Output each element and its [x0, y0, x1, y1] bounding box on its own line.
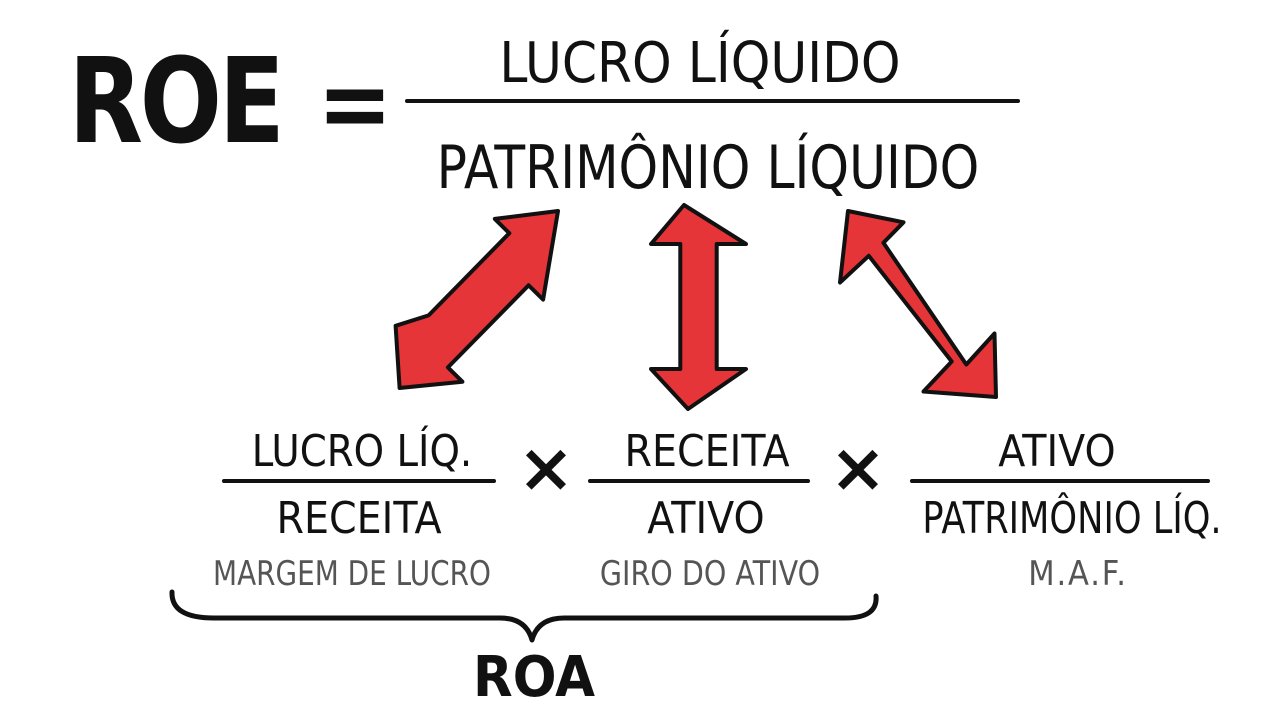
leverage-denominator: PATRIMÔNIO LÍQ.: [922, 493, 1222, 544]
equals-sign: =: [317, 45, 393, 162]
center-double-arrow: [649, 203, 748, 411]
turnover-name: GIRO DO ATIVO: [599, 554, 821, 594]
margin-numerator: LUCRO LÍQ.: [251, 426, 473, 477]
leverage-numerator: ATIVO: [998, 426, 1116, 477]
roa-label: ROA: [473, 645, 595, 710]
multiply-sign-2: ×: [829, 429, 887, 508]
leverage-fraction-bar: [910, 479, 1210, 483]
multiply-sign-1: ×: [517, 429, 575, 508]
turnover-numerator: RECEITA: [624, 426, 790, 477]
roe-fraction-bar: [405, 99, 1020, 103]
right-double-arrow: [838, 209, 998, 399]
roe-denominator: PATRIMÔNIO LÍQUIDO: [436, 133, 980, 203]
turnover-denominator: ATIVO: [647, 493, 765, 544]
roe-numerator: LUCRO LÍQUIDO: [499, 31, 901, 96]
roe-label: ROE: [68, 32, 284, 170]
margin-denominator: RECEITA: [276, 493, 442, 544]
roa-curly-brace: [169, 589, 879, 643]
turnover-fraction-bar: [588, 479, 810, 483]
margin-name: MARGEM DE LUCRO: [213, 554, 491, 594]
left-double-arrow: [393, 209, 560, 390]
leverage-name: M.A.F.: [1028, 554, 1128, 594]
margin-fraction-bar: [222, 479, 496, 483]
